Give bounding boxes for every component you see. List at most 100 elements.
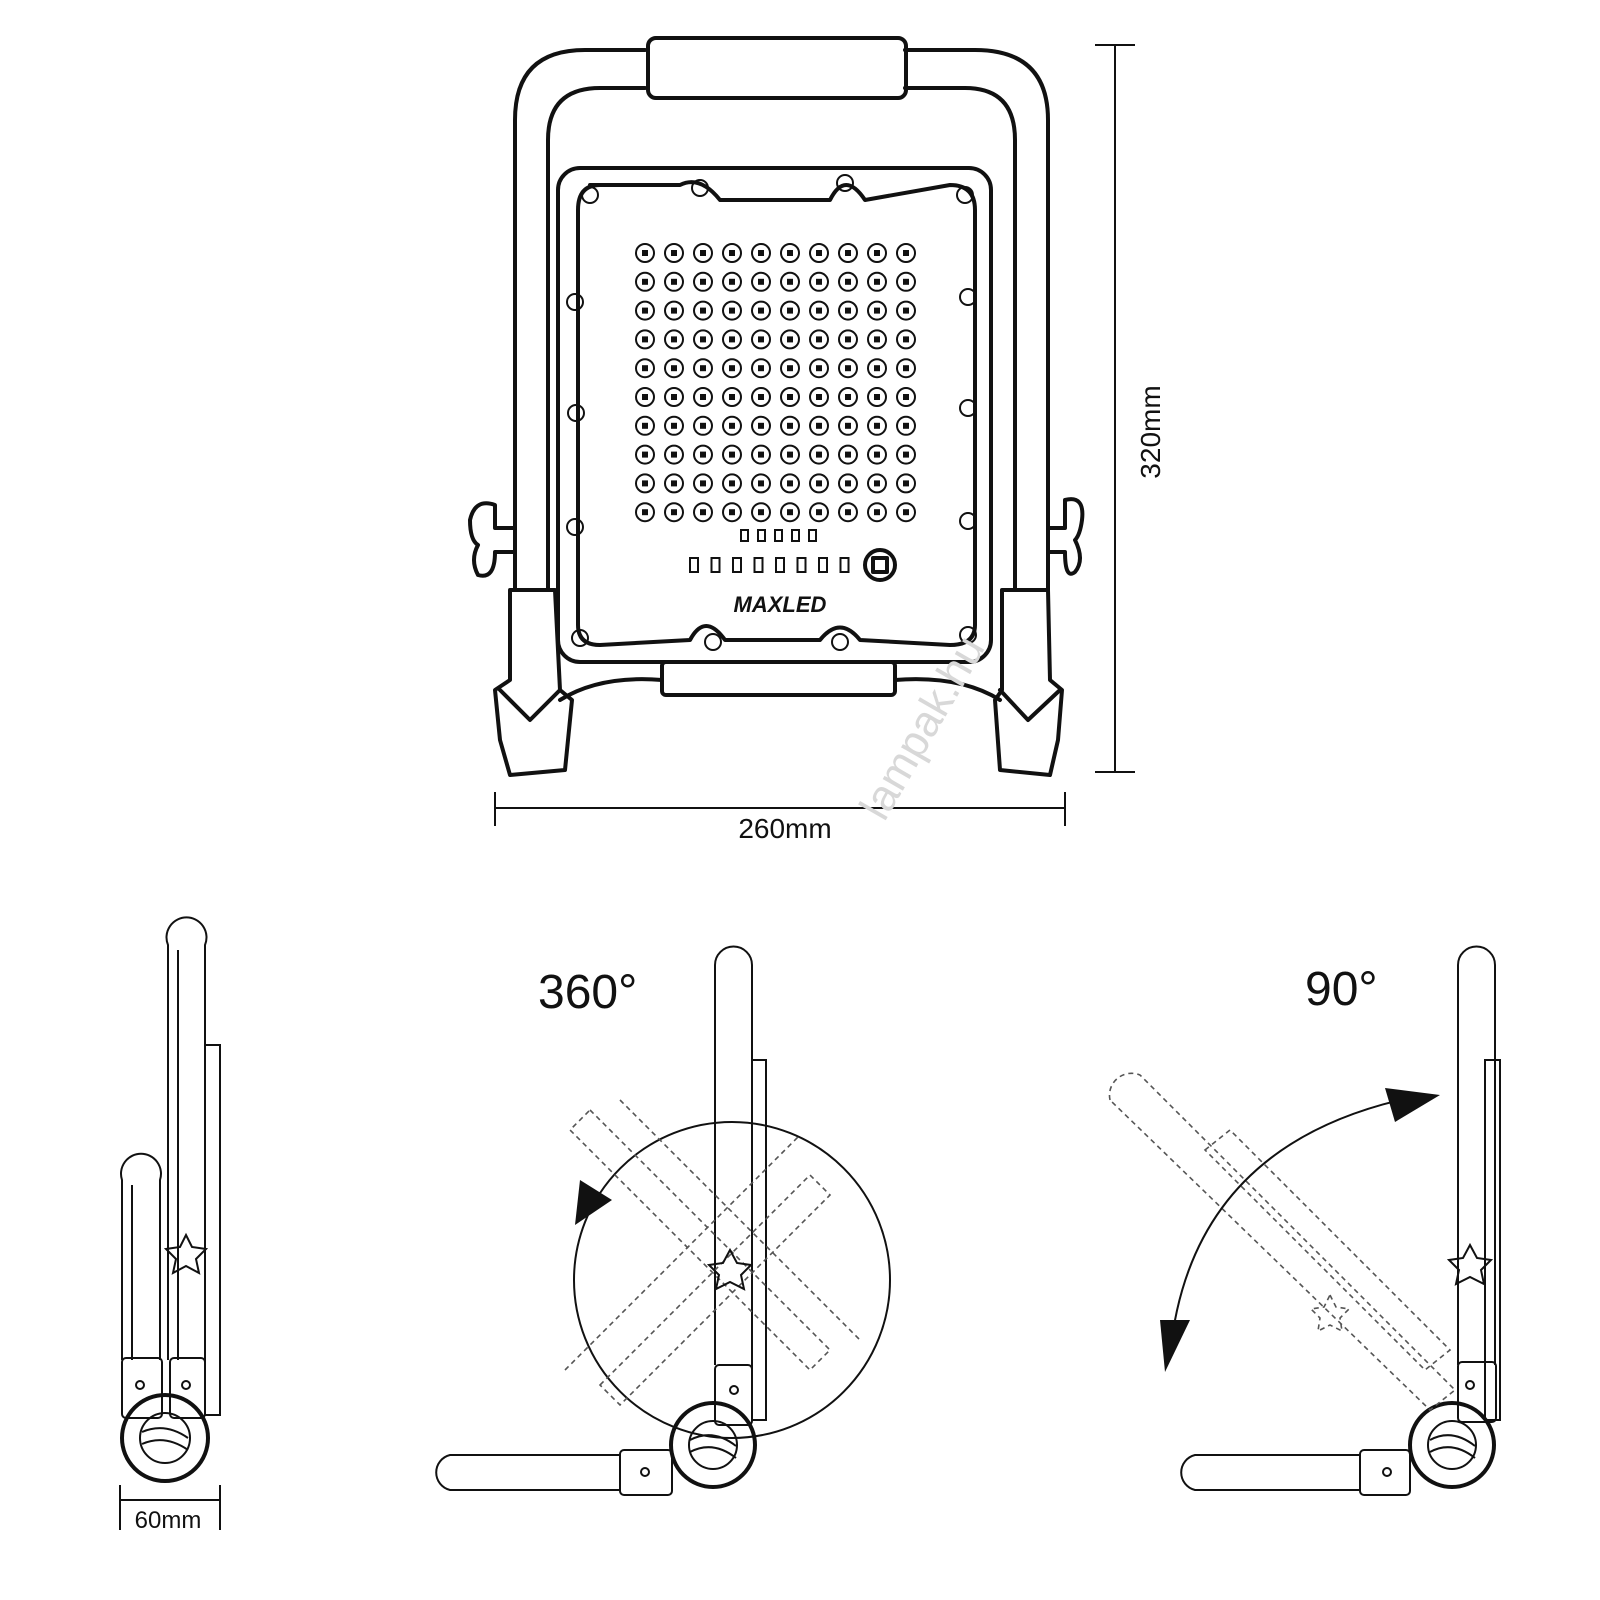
screw — [959, 626, 977, 644]
led-chip — [787, 422, 793, 429]
handle-grip — [646, 36, 908, 100]
led — [751, 387, 771, 407]
led — [664, 329, 684, 350]
led — [867, 473, 887, 494]
screw — [959, 399, 977, 417]
led-chip — [758, 307, 764, 314]
led — [867, 387, 887, 407]
led — [809, 444, 829, 465]
indicator-small — [774, 529, 783, 542]
led-chip — [729, 365, 735, 372]
led-chip — [816, 480, 822, 487]
star-knob-icon — [1446, 1242, 1494, 1286]
led-chip — [642, 422, 648, 429]
led — [809, 300, 829, 321]
led — [896, 387, 916, 407]
led — [722, 473, 742, 494]
led — [722, 243, 742, 263]
led — [693, 243, 713, 263]
led — [722, 444, 742, 465]
led-chip — [845, 278, 851, 285]
led-chip — [787, 509, 793, 516]
led — [664, 271, 684, 292]
led — [780, 243, 800, 263]
led-chip — [729, 250, 735, 256]
led-chip — [903, 451, 909, 458]
indicator-small — [808, 529, 817, 542]
led — [751, 329, 771, 350]
led-chip — [758, 365, 764, 372]
indicator-small — [757, 529, 766, 542]
led — [809, 271, 829, 292]
led-chip — [845, 422, 851, 429]
led-chip — [671, 365, 677, 372]
led — [635, 502, 655, 523]
led-chip — [874, 509, 880, 516]
screw — [704, 633, 722, 651]
led-chip — [700, 451, 706, 458]
led — [867, 243, 887, 263]
led — [693, 358, 713, 379]
led-chip — [642, 509, 648, 516]
led-chip — [700, 509, 706, 516]
led — [780, 473, 800, 494]
led-chip — [816, 451, 822, 458]
handle-frame — [513, 48, 1050, 592]
rotation-360-view: 360° — [435, 945, 891, 1496]
power-button[interactable] — [863, 548, 897, 582]
led — [780, 358, 800, 379]
star-knob-icon — [706, 1247, 754, 1291]
led — [693, 329, 713, 350]
screw — [566, 518, 584, 536]
led — [664, 387, 684, 407]
led — [780, 444, 800, 465]
battery-indicators — [689, 529, 850, 573]
led-chip — [816, 336, 822, 343]
led — [751, 271, 771, 292]
led — [751, 473, 771, 494]
led — [867, 415, 887, 436]
led-chip — [671, 278, 677, 285]
led — [751, 243, 771, 263]
led — [809, 243, 829, 263]
panel-gasket — [576, 180, 977, 647]
led-chip — [816, 422, 822, 429]
led — [896, 358, 916, 379]
led-chip — [816, 250, 822, 256]
depth-label: 60mm — [135, 1507, 202, 1534]
screw — [831, 633, 849, 651]
star-knob-icon — [163, 1232, 209, 1275]
indicator-small — [740, 529, 749, 542]
led — [896, 415, 916, 436]
led — [722, 415, 742, 436]
led-chip — [816, 365, 822, 372]
led-chip — [758, 394, 764, 400]
led-chip — [874, 451, 880, 458]
led — [838, 300, 858, 321]
led-chip — [903, 336, 909, 343]
led-chip — [642, 480, 648, 487]
indicator — [839, 557, 850, 573]
led — [693, 300, 713, 321]
bottom-bar — [660, 660, 897, 697]
led — [664, 358, 684, 379]
led — [867, 300, 887, 321]
tilt-arrow-up-icon — [1385, 1088, 1440, 1122]
tilt-90-label: 90° — [1305, 963, 1378, 1016]
led-chip — [787, 250, 793, 256]
led-chip — [903, 480, 909, 487]
led — [722, 358, 742, 379]
led-chip — [642, 278, 648, 285]
led-chip — [874, 250, 880, 256]
led — [838, 444, 858, 465]
indicator — [689, 557, 699, 573]
led — [751, 502, 771, 523]
led-chip — [671, 307, 677, 314]
led-chip — [816, 394, 822, 400]
led-chip — [758, 480, 764, 487]
width-label: 260mm — [738, 813, 831, 844]
led — [867, 444, 887, 465]
led — [780, 415, 800, 436]
rotation-arrow-icon — [575, 1180, 612, 1225]
led-chip — [729, 422, 735, 429]
